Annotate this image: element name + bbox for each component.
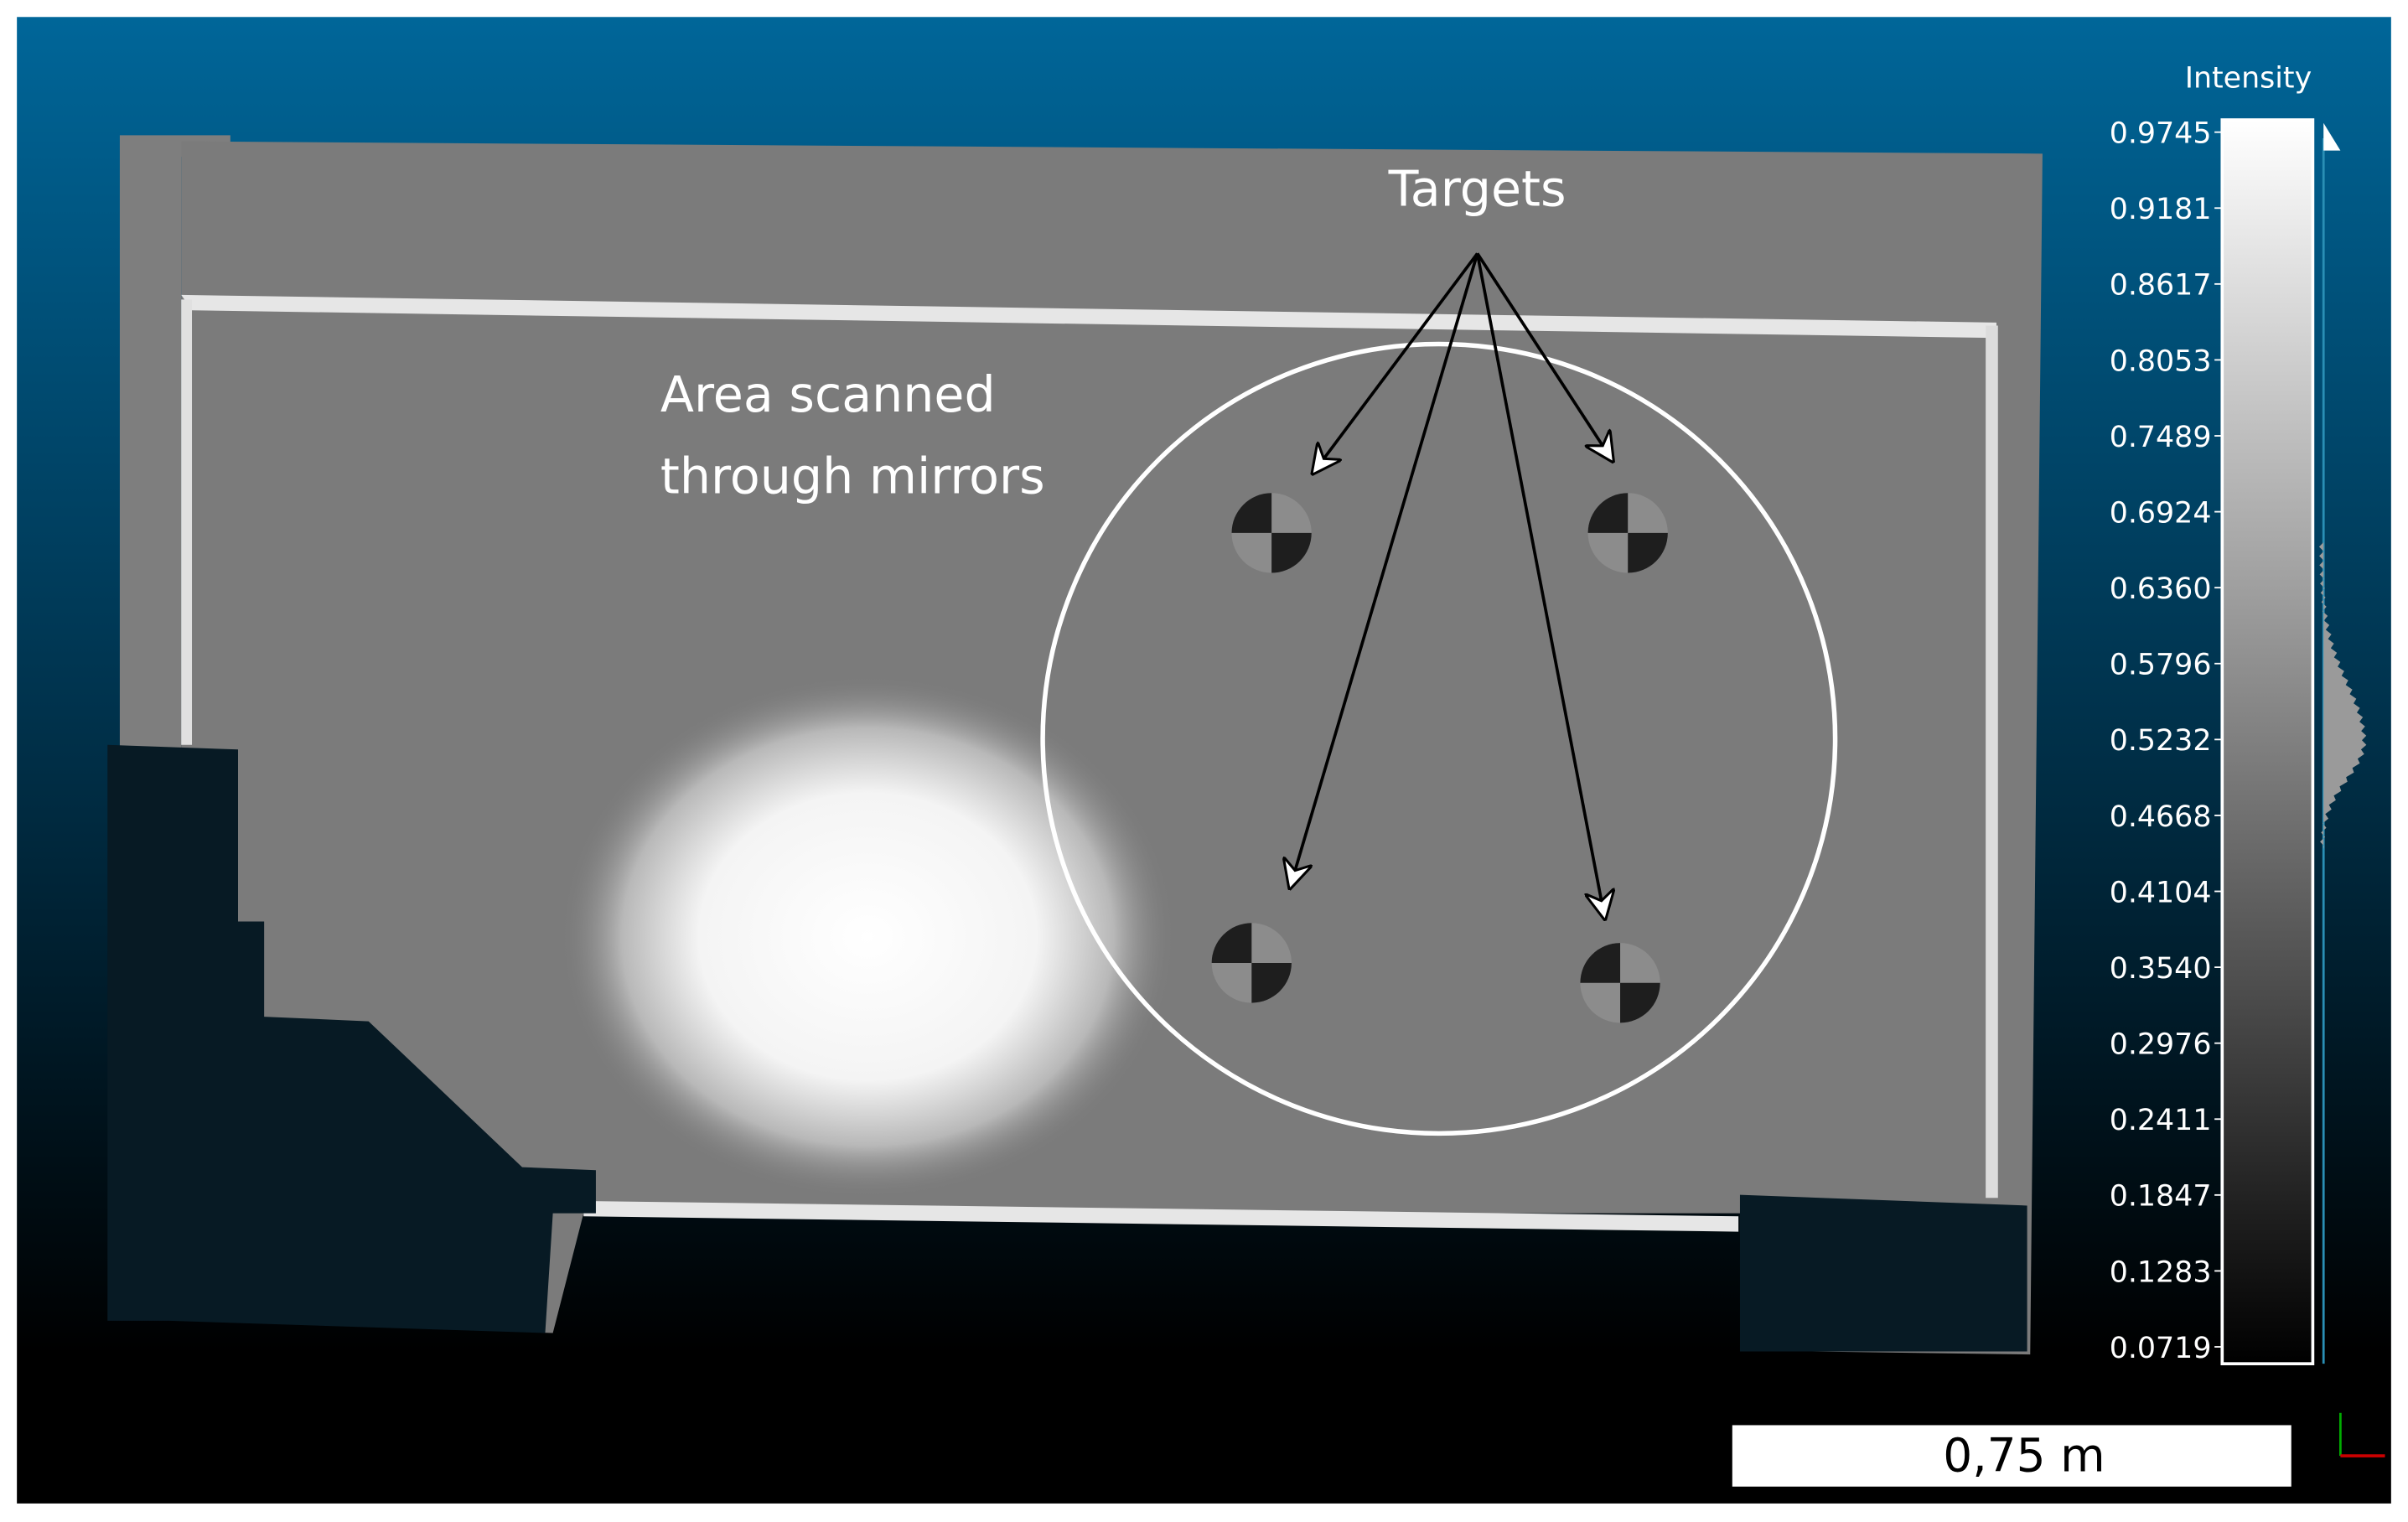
color-scale-tick-label: 0.5232 xyxy=(2110,724,2212,758)
scanned-wall xyxy=(119,135,2043,1355)
reflection-glow xyxy=(560,676,1175,1198)
scale-bar-label: 0,75 m xyxy=(1943,1428,2105,1482)
scale-bar: 0,75 m xyxy=(1732,1425,2291,1487)
color-scale-title: Intensity xyxy=(2185,62,2312,96)
color-scale-tick-label: 0.4668 xyxy=(2110,800,2212,834)
color-scale-tick-label: 0.9745 xyxy=(2110,117,2212,151)
area-label-line1: Area scanned xyxy=(660,366,996,423)
checkerboard-target xyxy=(1580,943,1660,1023)
checkerboard-target xyxy=(1231,493,1312,573)
targets-label: Targets xyxy=(1388,161,1566,218)
checkerboard-target xyxy=(1211,923,1292,1003)
color-scale: Intensity 0.9745 0.9181 0.8617 0.8053 0.7489… xyxy=(2110,62,2367,1365)
color-scale-tick-label: 0.1847 xyxy=(2110,1180,2212,1214)
color-scale-tick-label: 0.9181 xyxy=(2110,193,2212,226)
arrow xyxy=(1475,253,1605,918)
intensity-histogram xyxy=(2318,541,2367,850)
color-scale-tick-label: 0.6924 xyxy=(2110,496,2212,530)
color-scale-tick-label: 0.3540 xyxy=(2110,952,2212,986)
color-scale-tick-label: 0.1283 xyxy=(2110,1255,2212,1289)
color-scale-tick-label: 0.6360 xyxy=(2110,572,2212,606)
color-scale-tick-label: 0.2976 xyxy=(2110,1028,2212,1062)
arrow xyxy=(1313,252,1479,473)
checkerboard-target xyxy=(1587,493,1668,573)
color-scale-tick-label: 0.7489 xyxy=(2110,421,2212,454)
arrow xyxy=(1476,252,1613,460)
axis-triad-icon xyxy=(2339,1412,2385,1457)
color-scale-tick-label: 0.4104 xyxy=(2110,876,2212,909)
foreground-silhouette xyxy=(107,744,2027,1352)
color-scale-bar xyxy=(2220,118,2315,1365)
color-scale-tick-label: 0.2411 xyxy=(2110,1104,2212,1137)
color-scale-tick-label: 0.8053 xyxy=(2110,344,2212,378)
color-scale-tick-label: 0.5796 xyxy=(2110,649,2212,682)
arrow xyxy=(1290,252,1479,888)
color-scale-tick-label: 0.0719 xyxy=(2110,1332,2212,1365)
color-scale-tick-label: 0.8617 xyxy=(2110,269,2212,303)
area-label-line2: through mirrors xyxy=(660,448,1045,505)
target-circle xyxy=(1040,341,1838,1136)
